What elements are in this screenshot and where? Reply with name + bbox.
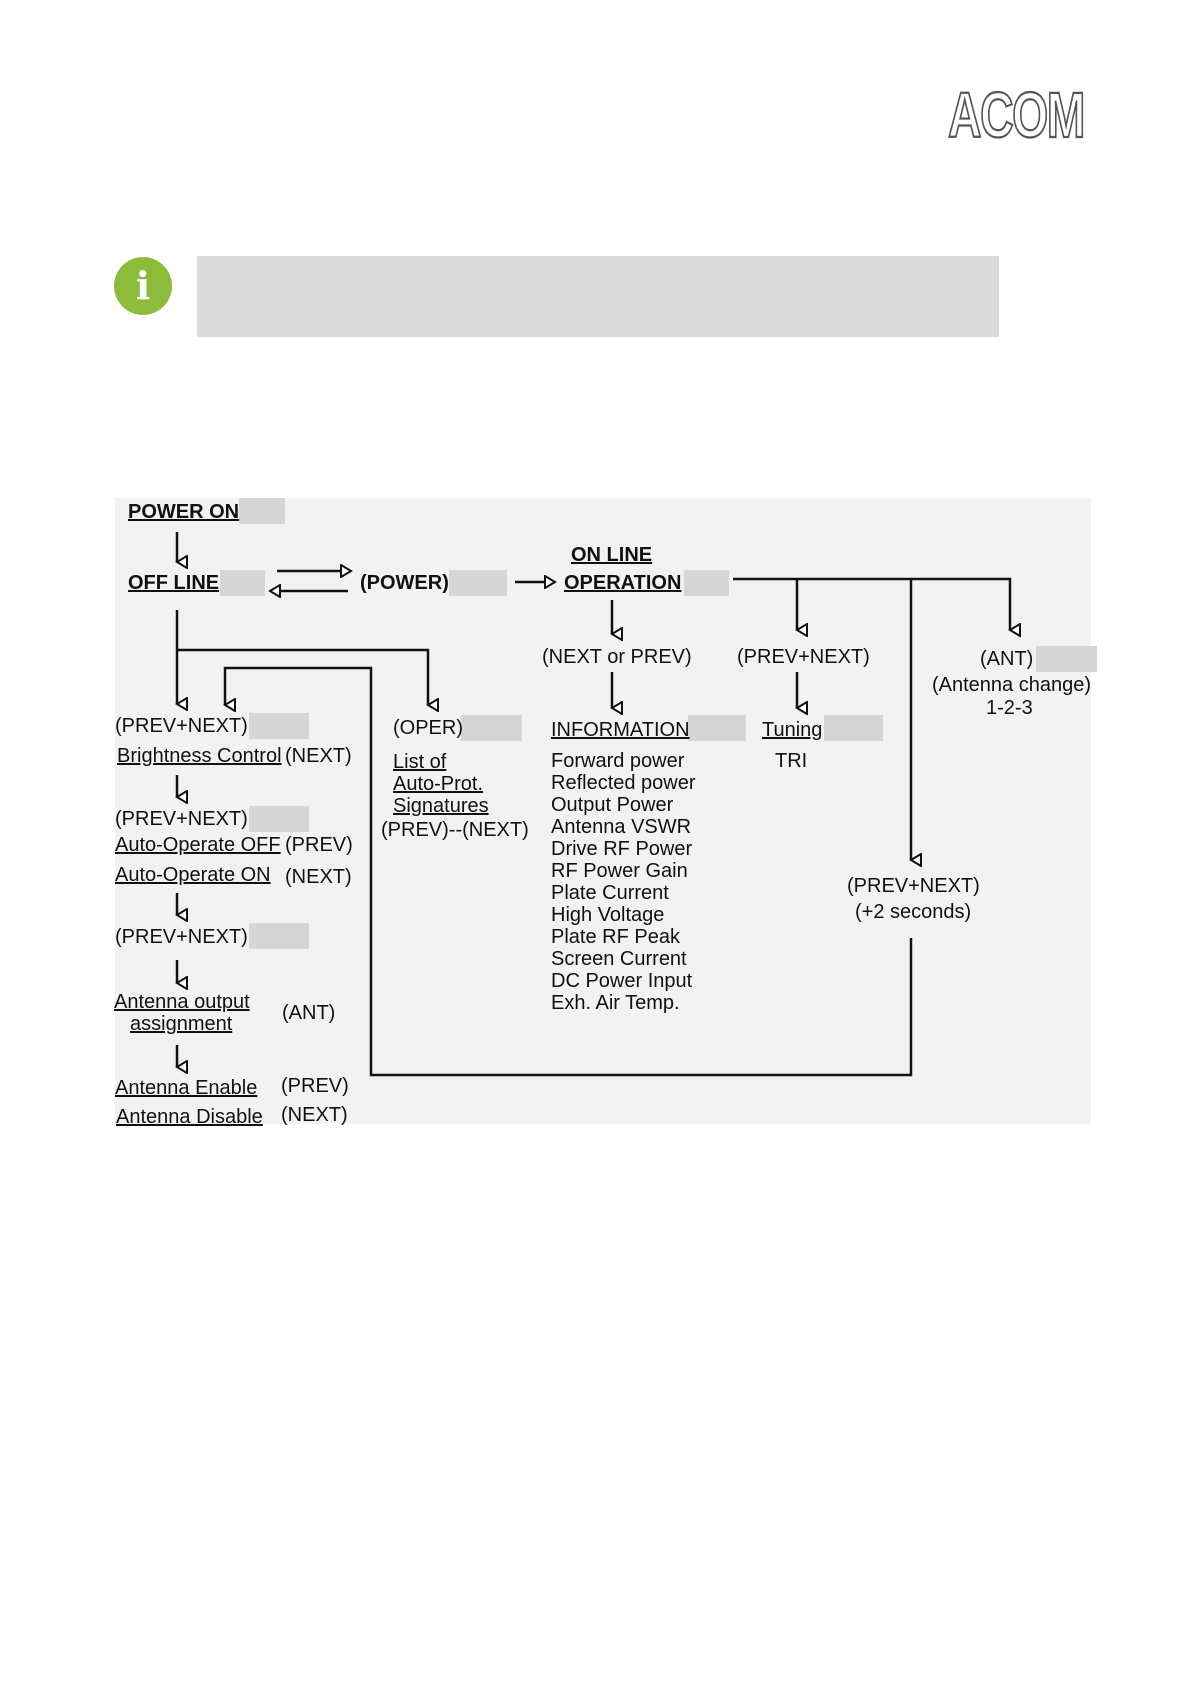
info-item: Output Power	[551, 794, 674, 816]
antenna-disable-label: Antenna Disable	[116, 1106, 263, 1128]
auto-operate-on-label: Auto-Operate ON	[115, 864, 271, 886]
power-on-label: POWER ON	[128, 501, 240, 523]
auto-operate-off-label: Auto-Operate OFF	[115, 834, 281, 856]
tri-label: TRI	[775, 750, 808, 772]
prev-next-label-4: (PREV+NEXT)	[847, 875, 980, 897]
prev-next-seq-label: (PREV)--(NEXT)	[381, 819, 529, 841]
info-item: RF Power Gain	[551, 860, 688, 882]
prev-label-1: (PREV)	[285, 834, 353, 856]
prev-next-tuning-label: (PREV+NEXT)	[737, 646, 870, 668]
on-line-label: ON LINE	[571, 544, 653, 566]
antenna-enable-label: Antenna Enable	[115, 1077, 258, 1099]
information-label: INFORMATION	[551, 719, 690, 741]
antenna-output-label: Antenna output	[114, 991, 250, 1013]
next-or-prev-label: (NEXT or PREV)	[542, 646, 692, 668]
ant-numbers-label: 1-2-3	[986, 697, 1033, 719]
blank-power-on	[239, 498, 285, 524]
blank-prev-next-2	[249, 806, 309, 832]
brightness-control-label: Brightness Control	[117, 745, 282, 767]
info-item: DC Power Input	[551, 970, 693, 992]
operation-label: OPERATION	[564, 572, 682, 594]
antenna-change-label: (Antenna change)	[932, 674, 1092, 696]
next-label-1: (NEXT)	[285, 745, 352, 767]
blank-off-line	[220, 570, 265, 596]
prev-next-label-2: (PREV+NEXT)	[115, 808, 248, 830]
prev-next-label-1: (PREV+NEXT)	[115, 715, 248, 737]
ant-label: (ANT)	[980, 648, 1034, 670]
info-item: Plate RF Peak	[551, 926, 680, 948]
info-item: Reflected power	[551, 772, 696, 794]
info-item: Drive RF Power	[551, 838, 693, 860]
prev-label-2: (PREV)	[281, 1075, 349, 1097]
blank-prev-next-1	[249, 713, 309, 739]
next-label-3: (NEXT)	[281, 1104, 348, 1126]
acom-logo: ACOM	[947, 88, 1086, 144]
ant-label-2: (ANT)	[282, 1002, 336, 1024]
svg-text:ACOM: ACOM	[948, 88, 1084, 144]
blank-information	[688, 715, 746, 741]
blank-operation	[684, 570, 729, 596]
blank-prev-next-3	[249, 923, 309, 949]
blank-power	[449, 570, 507, 596]
plus-2-seconds-label: (+2 seconds)	[855, 901, 972, 923]
oper-label: (OPER)	[393, 717, 463, 739]
info-item: Screen Current	[551, 948, 687, 970]
info-item: Plate Current	[551, 882, 669, 904]
note-box	[197, 256, 999, 337]
next-label-2: (NEXT)	[285, 866, 352, 888]
power-label: (POWER)	[360, 572, 449, 594]
assignment-label: assignment	[130, 1013, 233, 1035]
list-of-label: List of	[393, 751, 447, 773]
info-icon: i	[114, 257, 172, 315]
tuning-label: Tuning	[762, 719, 823, 741]
info-item: Antenna VSWR	[551, 816, 692, 838]
auto-prot-label: Auto-Prot.	[393, 773, 484, 795]
blank-tuning	[824, 715, 883, 741]
blank-ant	[1036, 646, 1097, 672]
info-item: High Voltage	[551, 904, 665, 926]
prev-next-label-3: (PREV+NEXT)	[115, 926, 248, 948]
info-item: Exh. Air Temp.	[551, 992, 680, 1014]
blank-oper	[461, 715, 522, 741]
signatures-label: Signatures	[393, 795, 489, 817]
off-line-label: OFF LINE	[128, 572, 220, 594]
info-item: Forward power	[551, 750, 685, 772]
